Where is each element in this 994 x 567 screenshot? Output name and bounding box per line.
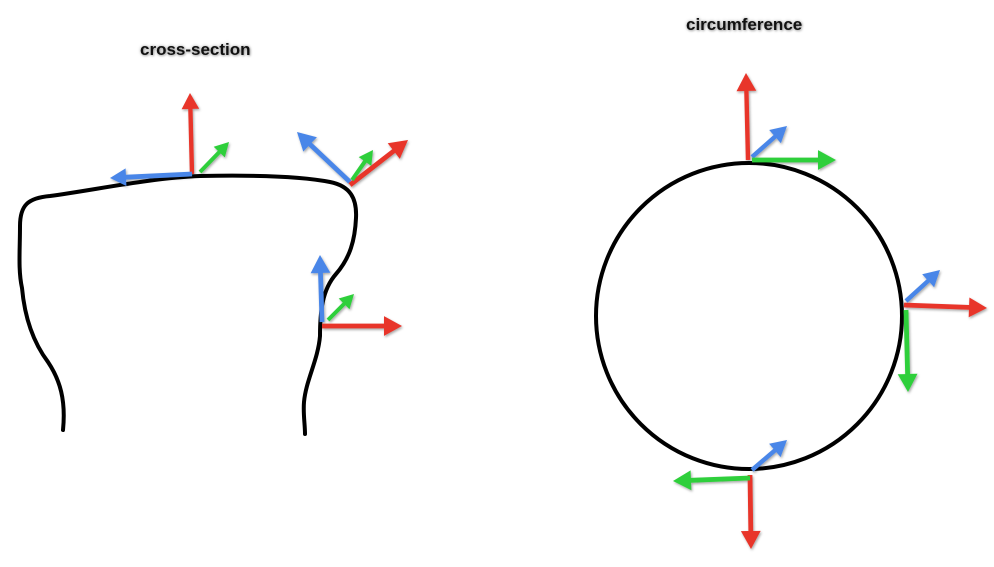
top-blue-arrow bbox=[110, 168, 193, 186]
circle-top-blue-arrow bbox=[750, 126, 787, 159]
corner-green-arrow bbox=[350, 150, 373, 182]
side-blue-arrow bbox=[310, 255, 331, 323]
circle-bottom-red-arrow bbox=[740, 475, 761, 549]
circle-bottom-blue-arrow bbox=[750, 440, 787, 472]
circle-right-red-arrow bbox=[903, 297, 987, 318]
top-green-arrow bbox=[198, 142, 229, 174]
side-green-arrow bbox=[326, 294, 354, 322]
circle-top-green-arrow bbox=[752, 150, 836, 170]
circumference-circle bbox=[594, 161, 904, 471]
corner-blue-arrow bbox=[297, 132, 352, 184]
arrow-group bbox=[110, 73, 987, 549]
circle-right-blue-arrow bbox=[904, 270, 940, 303]
cross-section-outline bbox=[17, 173, 359, 436]
circle-bottom-green-arrow bbox=[673, 470, 751, 491]
top-red-arrow bbox=[181, 93, 200, 175]
side-red-arrow bbox=[322, 316, 402, 336]
circumference-label: circumference bbox=[686, 15, 803, 34]
circle-top-red-arrow bbox=[736, 73, 757, 161]
corner-red-arrow bbox=[348, 140, 408, 187]
circle-right-green-arrow bbox=[897, 309, 918, 392]
cross-section-label: cross-section bbox=[140, 40, 251, 59]
